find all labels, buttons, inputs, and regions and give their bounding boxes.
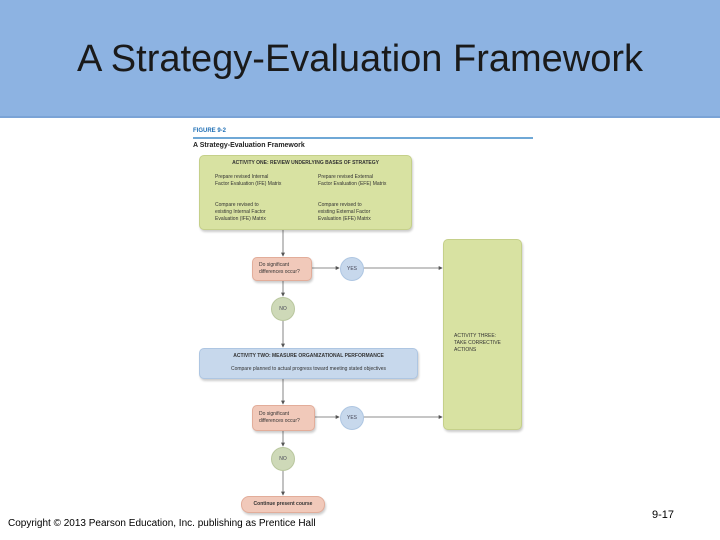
decision-one-line-1: Do significant [259, 262, 290, 268]
decision-one-box: Do significant differences occur? [252, 257, 312, 281]
copyright-footer: Copyright © 2013 Pearson Education, Inc.… [8, 518, 316, 529]
activity-two-box: ACTIVITY TWO: MEASURE ORGANIZATIONAL PER… [199, 348, 418, 379]
figure-label: FIGURE 9-2 [193, 128, 227, 134]
decision-one-line-2: differences occur? [259, 269, 300, 275]
activity-one-right-compare-2: existing External Factor [318, 209, 371, 215]
activity-one-right-compare-1: Compare revised to [318, 202, 362, 208]
decision-two-line-1: Do significant [259, 411, 290, 417]
activity-one-right-prepare-2: Factor Evaluation (EFE) Matrix [318, 181, 387, 187]
figure-rule [193, 137, 533, 139]
yes-circle-two: YES [340, 406, 364, 430]
activity-one-left-compare-1: Compare revised to [215, 202, 259, 208]
activity-three-line-2: TAKE CORRECTIVE [454, 340, 501, 346]
yes-circle-one: YES [340, 257, 364, 281]
activity-three-box: ACTIVITY THREE: TAKE CORRECTIVE ACTIONS [443, 239, 522, 430]
no-circle-two: NO [271, 447, 295, 471]
slide-number: 9-17 [652, 509, 675, 521]
figure-title: A Strategy-Evaluation Framework [193, 142, 305, 149]
decision-two-box: Do significant differences occur? [252, 405, 315, 431]
continue-course-box: Continue present course [241, 496, 325, 513]
no-circle-one: NO [271, 297, 295, 321]
activity-one-right-prepare-1: Prepare revised External [318, 174, 374, 180]
activity-one-box: ACTIVITY ONE: REVIEW UNDERLYING BASES OF… [199, 155, 412, 230]
title-bar: A Strategy-Evaluation Framework [0, 0, 720, 118]
activity-two-text: Compare planned to actual progress towar… [230, 366, 387, 372]
continue-course-label: Continue present course [253, 501, 313, 507]
activity-one-heading: ACTIVITY ONE: REVIEW UNDERLYING BASES OF… [232, 160, 379, 166]
activity-one-left-prepare-2: Factor Evaluation (IFE) Matrix [215, 181, 282, 187]
decision-two-line-2: differences occur? [259, 418, 300, 424]
activity-one-left-compare-2: existing Internal Factor [215, 209, 266, 215]
activity-three-line-1: ACTIVITY THREE: [454, 333, 497, 339]
activity-one-right-compare-3: Evaluation (EFE) Matrix [318, 216, 371, 222]
activity-three-line-3: ACTIONS [454, 347, 477, 353]
activity-two-heading: ACTIVITY TWO: MEASURE ORGANIZATIONAL PER… [233, 353, 384, 359]
activity-one-left-prepare-1: Prepare revised Internal [215, 174, 269, 180]
slide-title: A Strategy-Evaluation Framework [76, 38, 643, 80]
activity-one-left-compare-3: Evaluation (IFE) Matrix [215, 216, 266, 222]
